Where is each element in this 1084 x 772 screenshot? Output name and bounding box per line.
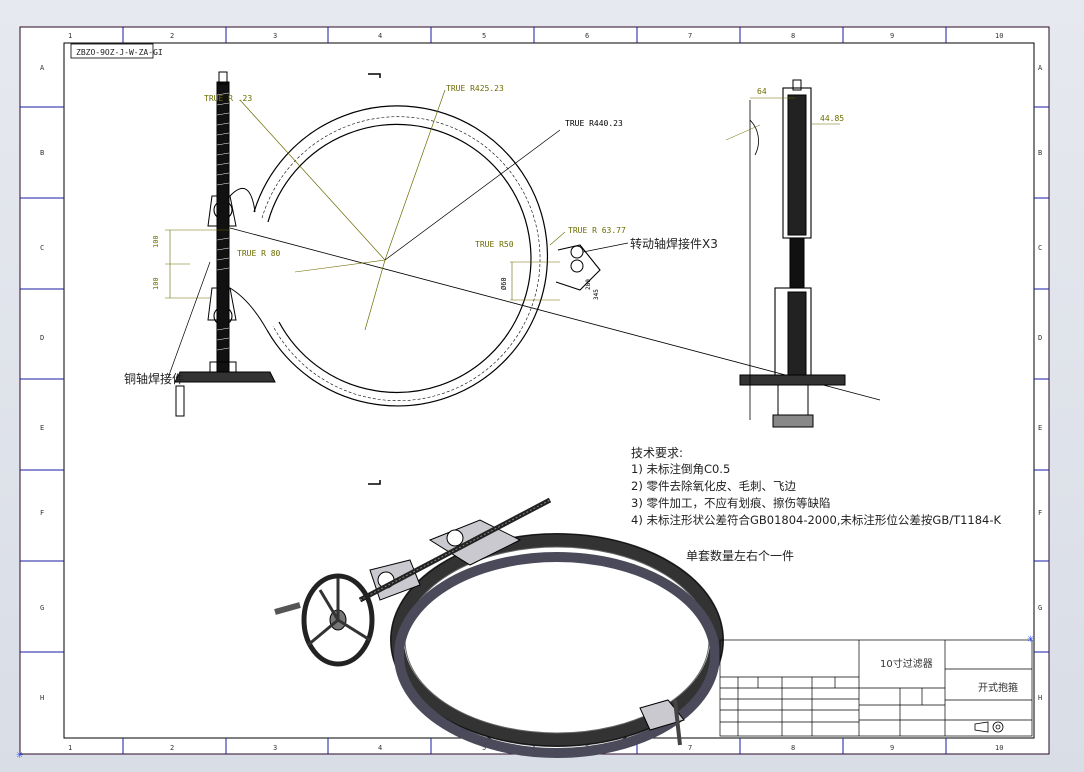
zone-letter-left-2: B <box>40 149 44 157</box>
zone-letter-left-1: A <box>40 64 45 72</box>
side-view[interactable] <box>725 79 846 428</box>
dim-true-r50: TRUE R50 <box>475 240 514 249</box>
dim-true-r440: TRUE R440.23 <box>565 119 623 128</box>
handwheel-side <box>174 371 276 383</box>
dim-true-r425: TRUE R425.23 <box>446 84 504 93</box>
dim-true-r80: TRUE R 80 <box>237 249 281 258</box>
dim-small-1: 280 <box>585 279 592 290</box>
sheet-border <box>19 26 1050 755</box>
zone-num-bottom-7: 7 <box>688 744 692 752</box>
corner-marker-icon: ✳ <box>16 747 23 761</box>
isometric-view[interactable] <box>274 497 724 758</box>
zone-num-bottom-2: 2 <box>170 744 174 752</box>
zone-num-top-10: 10 <box>995 32 1003 40</box>
note-4: 4) 未标注形状公差符合GB01804-2000,未标注形位公差按GB/T118… <box>631 513 1002 527</box>
zone-letter-right-6: F <box>1038 509 1042 517</box>
zone-letter-right-4: D <box>1038 334 1042 342</box>
zone-num-top-7: 7 <box>688 32 692 40</box>
zone-letter-right-1: A <box>1038 64 1043 72</box>
zone-num-top-1: 1 <box>68 32 72 40</box>
zone-ticks <box>20 27 1049 754</box>
dim-100-upper: 100 <box>152 235 160 248</box>
zone-letter-right-2: B <box>1038 149 1042 157</box>
notes-heading: 技术要求: <box>631 446 683 460</box>
ring-outer-arc <box>253 105 549 407</box>
dim-100-lower: 100 <box>152 277 160 290</box>
zone-num-bottom-5: 5 <box>482 744 486 752</box>
zone-num-bottom-8: 8 <box>791 744 795 752</box>
dim-true-r-left: TRUE R .23 <box>204 94 252 103</box>
iso-handwheel <box>301 573 375 667</box>
title-part-name: 开式抱箍 <box>978 681 1018 694</box>
corner-marker-icon: ✳ <box>1027 631 1034 645</box>
note-3: 3) 零件加工，不应有划痕、擦伤等缺陷 <box>631 496 830 510</box>
projection-symbol-icon <box>974 721 1004 733</box>
zone-letter-left-8: H <box>40 694 44 702</box>
note-2: 2) 零件去除氧化皮、毛刺、飞边 <box>631 479 796 493</box>
ring-inner-arc <box>267 123 532 394</box>
zone-num-top-2: 2 <box>170 32 174 40</box>
zone-letter-left-7: G <box>40 604 44 612</box>
pivot-lug <box>555 244 601 291</box>
title-block <box>719 639 1033 737</box>
note-1: 1) 未标注倒角C0.5 <box>631 462 730 476</box>
zone-num-top-9: 9 <box>890 32 894 40</box>
zone-letter-left-6: F <box>40 509 44 517</box>
zone-letter-left-5: E <box>40 424 44 432</box>
zone-letter-right-8: H <box>1038 694 1042 702</box>
side-screw <box>789 237 805 289</box>
zone-num-bottom-3: 3 <box>273 744 277 752</box>
iso-screw <box>358 497 552 603</box>
zone-letter-right-5: E <box>1038 424 1042 432</box>
zone-num-bottom-4: 4 <box>378 744 382 752</box>
zone-letter-left-4: D <box>40 334 44 342</box>
zone-num-top-8: 8 <box>791 32 795 40</box>
front-view[interactable] <box>165 71 881 485</box>
zone-num-top-3: 3 <box>273 32 277 40</box>
zone-letter-left-3: C <box>40 244 44 252</box>
zone-num-top-5: 5 <box>482 32 486 40</box>
dim-dia-60: Ø60 <box>500 277 508 290</box>
zone-letter-right-7: G <box>1038 604 1042 612</box>
label-pivot-weld: 转动轴焊接件X3 <box>630 236 718 251</box>
zone-letter-right-3: C <box>1038 244 1042 252</box>
dim-44: 44.85 <box>820 114 844 123</box>
handwheel-handle <box>175 385 185 417</box>
drawing-code: ZBZO-9OZ-J-W-ZA-GI <box>76 48 163 57</box>
label-screw-weld: 铜轴焊接件 <box>124 371 184 386</box>
side-handwheel <box>739 374 846 386</box>
dim-true-r63: TRUE R 63.77 <box>568 226 626 235</box>
zone-num-bottom-9: 9 <box>890 744 894 752</box>
zone-num-top-6: 6 <box>585 32 589 40</box>
dim-small-2: 345 <box>593 289 600 300</box>
quantity-note: 单套数量左右个一件 <box>686 548 794 563</box>
lead-screw <box>216 81 230 383</box>
zone-num-bottom-10: 10 <box>995 744 1003 752</box>
zone-num-top-4: 4 <box>378 32 382 40</box>
ring-center-dashed <box>261 116 541 401</box>
zone-num-bottom-1: 1 <box>68 744 72 752</box>
technical-notes: 技术要求: 1) 未标注倒角C0.5 2) 零件去除氧化皮、毛刺、飞边 3) 零… <box>631 446 1002 563</box>
title-product: 10寸过滤器 <box>880 657 933 670</box>
dim-64: 64 <box>757 87 767 96</box>
